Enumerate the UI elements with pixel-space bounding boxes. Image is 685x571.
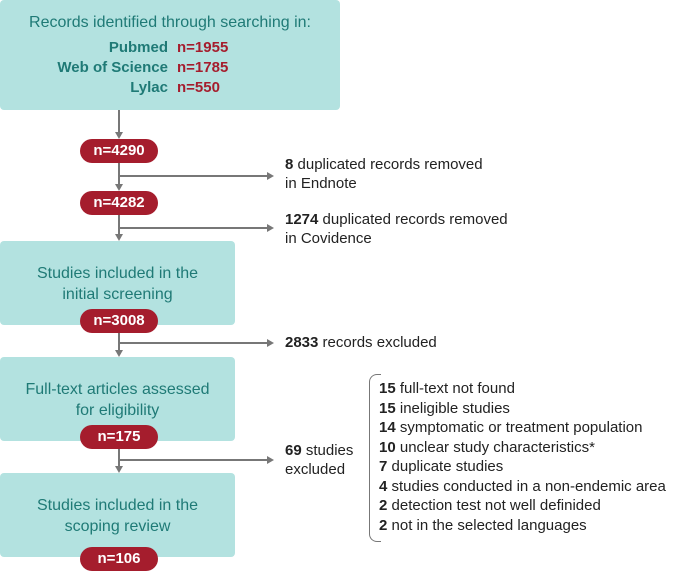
removal-text: duplicated records removed xyxy=(293,156,483,173)
connector-line xyxy=(118,110,120,133)
connector-line xyxy=(118,215,120,235)
reason-text: full-text not found xyxy=(395,380,515,397)
records-identified-title: Records identified through searching in: xyxy=(29,14,311,31)
branch-line xyxy=(118,175,268,177)
arrow-right-icon xyxy=(267,224,274,232)
reason-text: symptomatic or treatment population xyxy=(395,419,643,436)
source-row-pubmed: Pubmed n=1955 xyxy=(0,38,338,58)
source-row-lylac: Lylac n=550 xyxy=(0,78,338,98)
reason-item: 2 detection test not well definided xyxy=(379,496,666,516)
excluded-count: 2833 xyxy=(285,334,319,351)
arrow-down-icon xyxy=(115,132,123,139)
removal-text-line2: in Covidence xyxy=(285,230,372,247)
source-count: n=1785 xyxy=(177,59,229,76)
reason-item: 4 studies conducted in a non-endemic are… xyxy=(379,477,666,497)
count-pill-4290: n=4290 xyxy=(80,139,158,163)
screening-box-title: Studies included in the initial screenin… xyxy=(0,241,235,305)
arrow-right-icon xyxy=(267,339,274,347)
removal-text: duplicated records removed xyxy=(318,211,508,228)
records-identified-box: Records identified through searching in:… xyxy=(0,0,340,110)
review-box-title: Studies included in the scoping review xyxy=(0,473,235,537)
reason-text: detection test not well definided xyxy=(387,497,601,514)
studies-excluded-text-line2: excluded xyxy=(285,461,346,478)
arrow-right-icon xyxy=(267,172,274,180)
arrow-down-icon xyxy=(115,350,123,357)
arrow-down-icon xyxy=(115,466,123,473)
reason-item: 7 duplicate studies xyxy=(379,457,666,477)
exclusion-reasons-list: 15 full-text not found 15 ineligible stu… xyxy=(379,379,666,535)
sources-list: Pubmed n=1955 Web of Science n=1785 Lyla… xyxy=(0,38,338,98)
branch-line xyxy=(118,342,268,344)
reason-text: not in the selected languages xyxy=(387,516,587,534)
reason-count: 15 xyxy=(379,399,396,417)
reason-count: 10 xyxy=(379,438,396,456)
review-line2: scoping review xyxy=(64,518,171,535)
scoping-review-box: Studies included in the scoping review xyxy=(0,473,235,557)
connector-line xyxy=(118,163,120,185)
branch-line xyxy=(118,459,268,461)
connector-line xyxy=(118,449,120,467)
count-pill-175: n=175 xyxy=(80,425,158,449)
reason-count: 15 xyxy=(379,380,396,397)
source-row-web-of-science: Web of Science n=1785 xyxy=(0,58,338,78)
reason-count: 7 xyxy=(379,458,388,475)
reason-item: 14 symptomatic or treatment population xyxy=(379,418,666,438)
studies-excluded-text: studies xyxy=(301,442,354,459)
removal-text-line2: in Endnote xyxy=(285,175,357,192)
arrow-down-icon xyxy=(115,234,123,241)
reason-text: unclear study characteristics* xyxy=(395,438,595,456)
fulltext-line2: for eligibility xyxy=(75,402,160,419)
studies-excluded-note: 69 studies excluded xyxy=(285,441,353,479)
source-name: Pubmed xyxy=(108,39,168,56)
count-pill-4282: n=4282 xyxy=(80,191,158,215)
reason-item: 15 ineligible studies xyxy=(379,399,666,419)
reason-count: 2 xyxy=(379,497,388,514)
fulltext-box-title: Full-text articles assessed for eligibil… xyxy=(0,357,235,421)
reason-item: 2 not in the selected languages xyxy=(379,516,666,536)
arrow-right-icon xyxy=(267,456,274,464)
screening-line2: initial screening xyxy=(62,286,173,303)
reason-count: 4 xyxy=(379,477,388,495)
source-count: n=550 xyxy=(177,79,220,96)
reason-text: ineligible studies xyxy=(395,399,510,417)
reason-count: 2 xyxy=(379,516,388,534)
count-pill-106: n=106 xyxy=(80,547,158,571)
reason-count: 14 xyxy=(379,419,396,436)
branch-line xyxy=(118,227,268,229)
arrow-down-icon xyxy=(115,184,123,191)
review-line1: Studies included in the xyxy=(37,497,198,514)
reasons-bracket xyxy=(369,374,381,542)
source-count: n=1955 xyxy=(177,39,229,56)
source-name: Lylac xyxy=(130,79,168,96)
reason-item: 15 full-text not found xyxy=(379,379,666,399)
count-pill-3008: n=3008 xyxy=(80,309,158,333)
reason-text: duplicate studies xyxy=(387,458,504,475)
excluded-text: records excluded xyxy=(318,334,437,351)
reason-item: 10 unclear study characteristics* xyxy=(379,438,666,458)
screening-line1: Studies included in the xyxy=(37,265,198,282)
endnote-removal-note: 8 duplicated records removed in Endnote xyxy=(285,155,483,193)
removal-count: 1274 xyxy=(285,211,319,228)
studies-excluded-count: 69 xyxy=(285,442,302,459)
fulltext-line1: Full-text articles assessed xyxy=(25,381,210,398)
covidence-removal-note: 1274 duplicated records removed in Covid… xyxy=(285,210,508,248)
reason-text: studies conducted in a non-endemic area xyxy=(387,477,666,495)
records-excluded-note: 2833 records excluded xyxy=(285,333,437,352)
source-name: Web of Science xyxy=(57,59,168,76)
removal-count: 8 xyxy=(285,156,294,173)
